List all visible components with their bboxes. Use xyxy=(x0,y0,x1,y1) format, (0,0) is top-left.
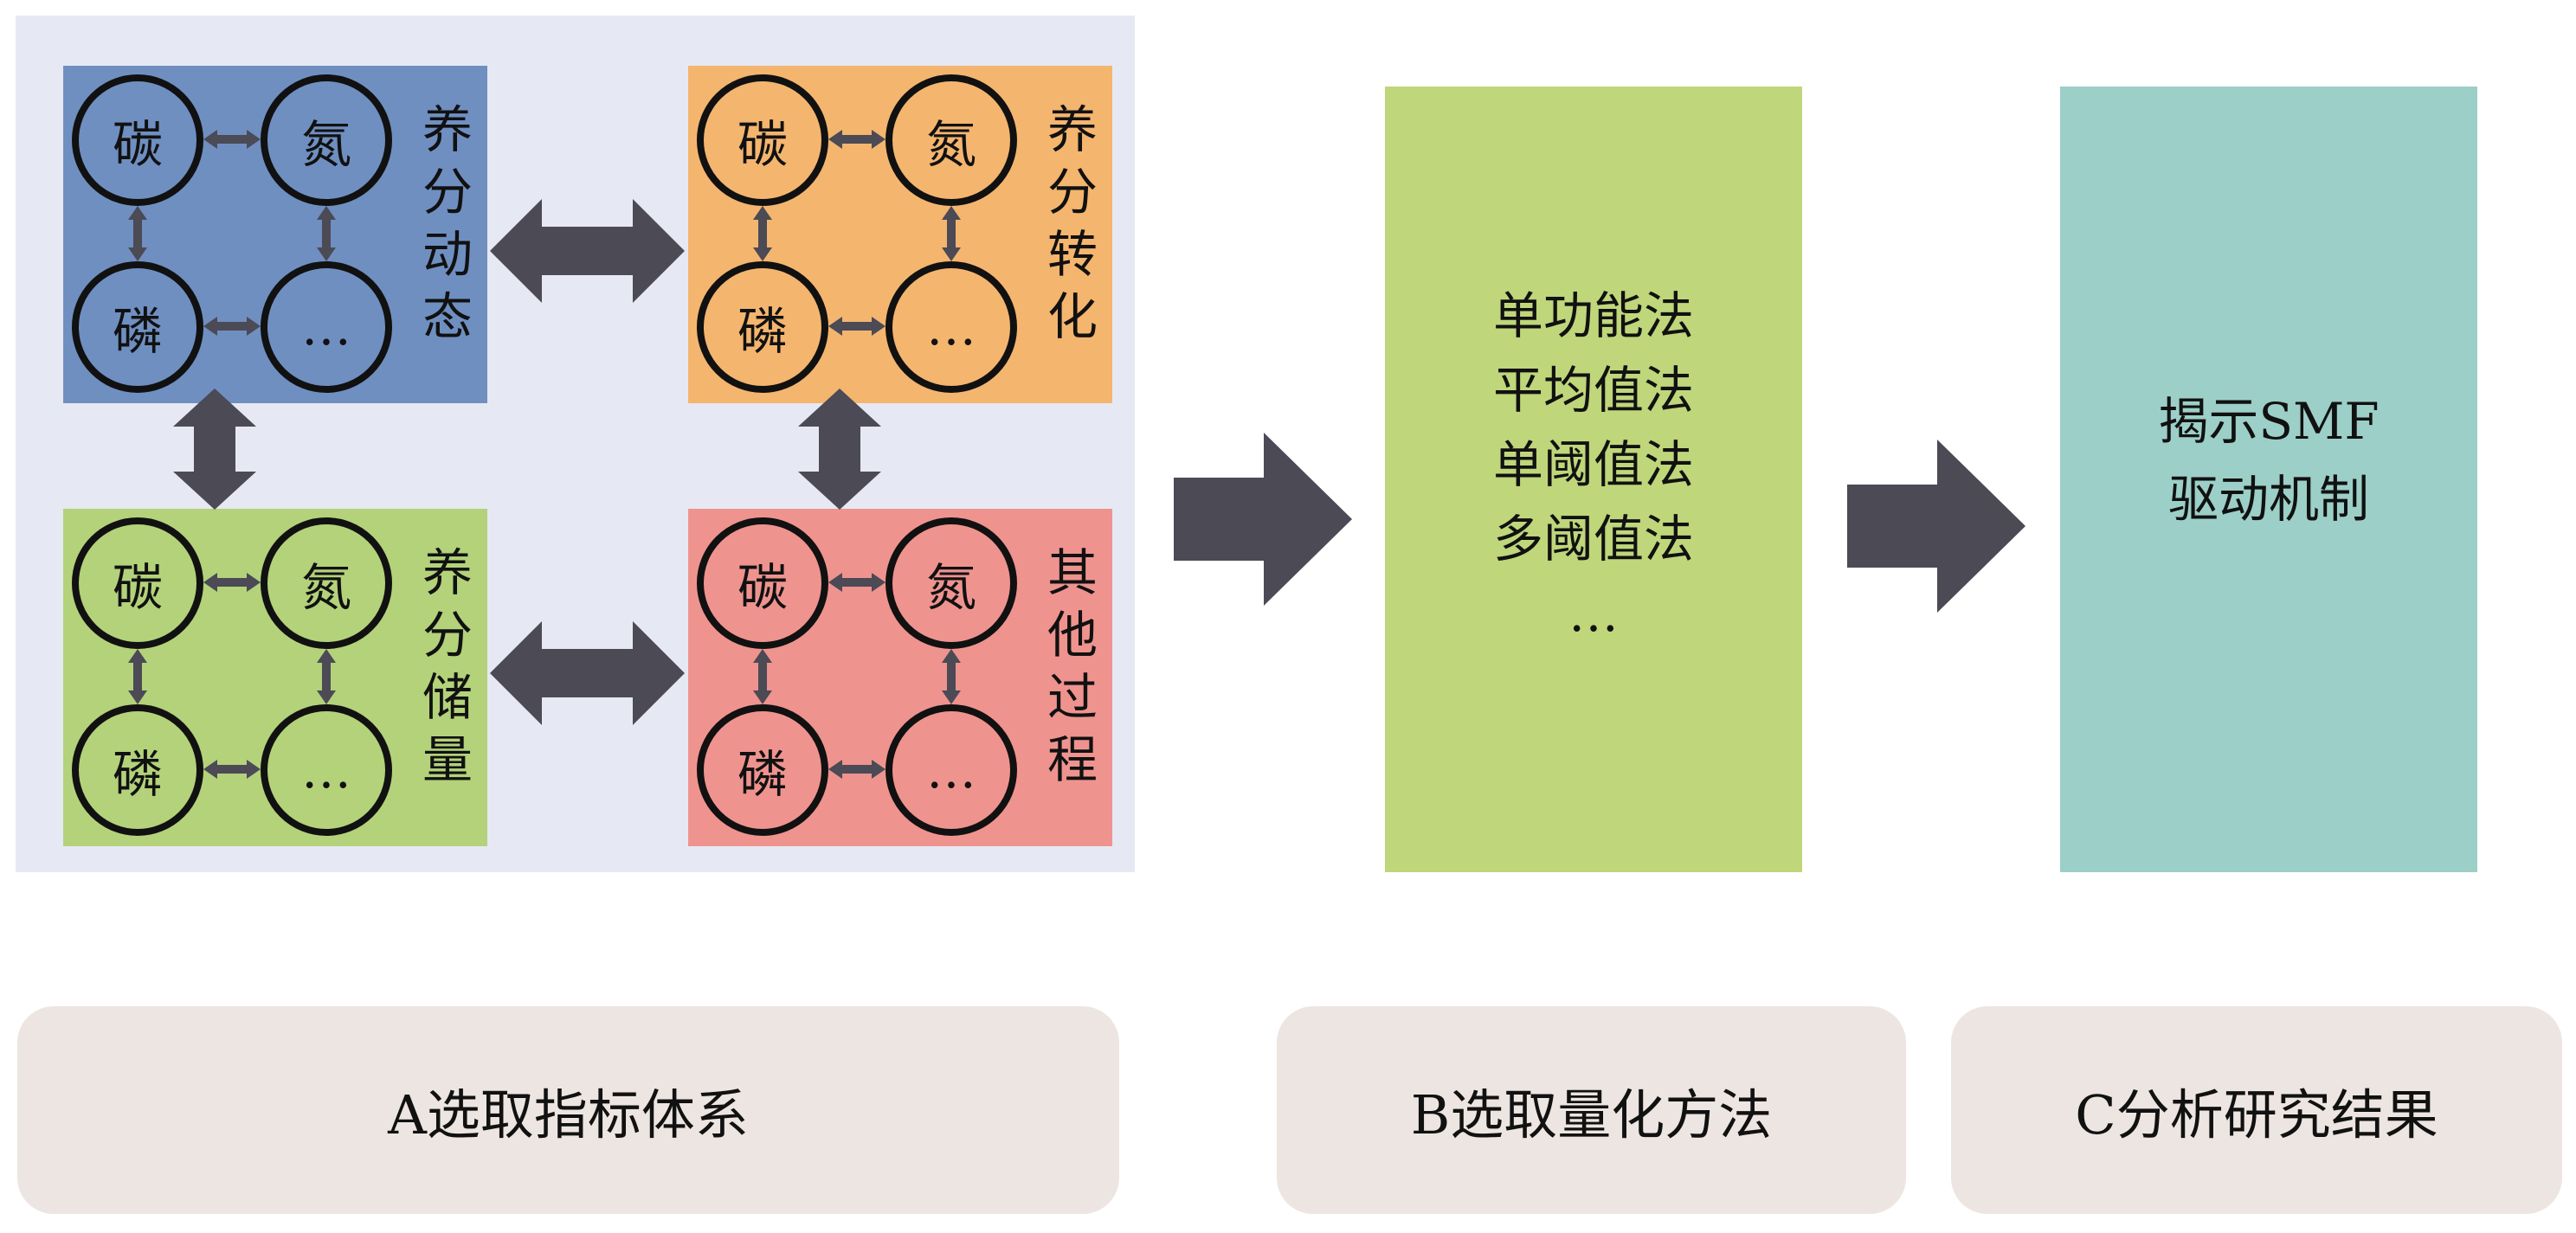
ellipsis-circle: … xyxy=(261,261,392,393)
stage-b-caption: B选取量化方法 xyxy=(1277,1006,1906,1214)
nitrogen-circle: 氮 xyxy=(261,74,392,206)
double-arrow-vertical-icon xyxy=(317,649,336,704)
module-label: 养分动态 xyxy=(422,100,473,346)
module-label: 养分储量 xyxy=(422,543,473,789)
result-line: 驱动机制 xyxy=(2167,470,2369,529)
double-arrow-horizontal-icon xyxy=(203,130,261,149)
carbon-circle: 碳 xyxy=(697,517,828,649)
results-box: 揭示SMF 驱动机制 xyxy=(2060,87,2477,872)
right-arrow-icon xyxy=(1174,433,1352,606)
methods-list: 单功能法 平均值法 单阈值法 多阈值法 … xyxy=(1385,279,1802,651)
module-nutrient-dynamics: 碳 氮 磷 … 养分动态 xyxy=(63,66,487,403)
nitrogen-circle: 氮 xyxy=(261,517,392,649)
double-arrow-horizontal-icon xyxy=(828,760,886,779)
double-arrow-vertical-icon xyxy=(317,206,336,261)
double-arrow-horizontal-icon xyxy=(203,317,261,336)
double-arrow-vertical-icon xyxy=(128,649,147,704)
ellipsis-circle: … xyxy=(261,704,392,836)
ellipsis-circle: … xyxy=(886,704,1017,836)
double-arrow-horizontal-icon xyxy=(828,130,886,149)
carbon-circle: 碳 xyxy=(72,517,203,649)
module-nutrient-storage: 碳 氮 磷 … 养分储量 xyxy=(63,509,487,846)
double-arrow-vertical-icon xyxy=(173,389,256,510)
method-item: 多阈值法 xyxy=(1492,510,1694,568)
double-arrow-horizontal-icon xyxy=(490,621,685,725)
double-arrow-horizontal-icon xyxy=(490,199,685,303)
carbon-circle: 碳 xyxy=(697,74,828,206)
module-label: 其他过程 xyxy=(1046,543,1098,789)
double-arrow-horizontal-icon xyxy=(828,573,886,592)
carbon-circle: 碳 xyxy=(72,74,203,206)
indicator-system-panel: 碳 氮 磷 … 养分动态 碳 氮 磷 … 养分转化 碳 氮 磷 … 养分储量 碳… xyxy=(16,16,1135,872)
phosphorus-circle: 磷 xyxy=(697,261,828,393)
module-nutrient-transformation: 碳 氮 磷 … 养分转化 xyxy=(688,66,1112,403)
module-other-processes: 碳 氮 磷 … 其他过程 xyxy=(688,509,1112,846)
right-arrow-icon xyxy=(1847,440,2025,613)
nitrogen-circle: 氮 xyxy=(886,74,1017,206)
double-arrow-horizontal-icon xyxy=(828,317,886,336)
double-arrow-vertical-icon xyxy=(798,389,881,510)
method-item: 平均值法 xyxy=(1492,361,1694,420)
phosphorus-circle: 磷 xyxy=(72,261,203,393)
stage-c-caption: C分析研究结果 xyxy=(1951,1006,2562,1214)
method-item: 单阈值法 xyxy=(1492,435,1694,494)
double-arrow-vertical-icon xyxy=(942,206,961,261)
ellipsis-circle: … xyxy=(886,261,1017,393)
double-arrow-horizontal-icon xyxy=(203,573,261,592)
double-arrow-vertical-icon xyxy=(942,649,961,704)
module-label: 养分转化 xyxy=(1046,100,1098,346)
double-arrow-vertical-icon xyxy=(753,649,772,704)
quantification-methods-box: 单功能法 平均值法 单阈值法 多阈值法 … xyxy=(1385,87,1802,872)
stage-a-caption: A选取指标体系 xyxy=(17,1006,1119,1214)
double-arrow-horizontal-icon xyxy=(203,760,261,779)
nitrogen-circle: 氮 xyxy=(886,517,1017,649)
phosphorus-circle: 磷 xyxy=(697,704,828,836)
method-item: 单功能法 xyxy=(1492,286,1694,345)
phosphorus-circle: 磷 xyxy=(72,704,203,836)
double-arrow-vertical-icon xyxy=(128,206,147,261)
double-arrow-vertical-icon xyxy=(753,206,772,261)
result-line: 揭示SMF xyxy=(2158,392,2380,451)
method-item: … xyxy=(1568,584,1619,643)
result-text: 揭示SMF 驱动机制 xyxy=(2060,382,2477,538)
